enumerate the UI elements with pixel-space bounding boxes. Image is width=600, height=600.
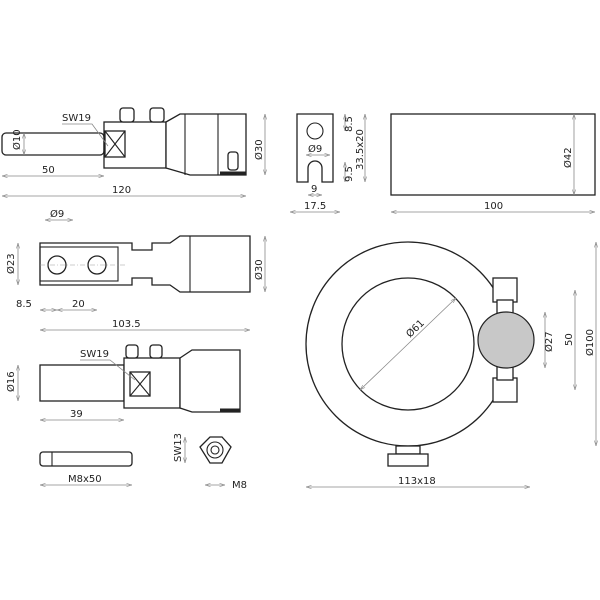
off85-label: 8.5 <box>16 299 32 310</box>
len100-label: 100 <box>484 201 503 212</box>
bolt-view: M8x50 <box>39 451 133 485</box>
sw19b-label: SW19 <box>80 349 109 360</box>
dia42-label: Ø42 <box>562 147 574 168</box>
connector-top-view: Ø9 Ø23 8.5 20 103.5 Ø30 <box>5 208 265 330</box>
connector-variant-view: SW19 Ø16 39 <box>5 344 241 420</box>
plate-view: 8.5 33.5x20 Ø9 9.5 9 17.5 <box>290 113 366 212</box>
hole-dia9-label: Ø9 <box>50 208 64 220</box>
sw13-label: SW13 <box>173 433 184 462</box>
sleeve-view: Ø42 100 <box>390 113 596 212</box>
dia100-label: Ø100 <box>584 329 596 356</box>
m8-label: M8 <box>232 480 247 491</box>
plate-top-label: 8.5 <box>344 116 355 132</box>
spacing50-label: 50 <box>564 333 575 346</box>
sw19-label: SW19 <box>62 113 91 124</box>
plate-size-label: 33.5x20 <box>355 129 366 170</box>
plate-hole-label: Ø9 <box>308 143 322 155</box>
len50-label: 50 <box>42 165 55 176</box>
plate-width-label: 17.5 <box>304 201 326 212</box>
dia30b-label: Ø30 <box>253 259 265 280</box>
ring-view: Ø61 Ø27 50 Ø100 113x18 <box>305 241 596 487</box>
dia30-label: Ø30 <box>253 139 265 160</box>
dia16-label: Ø16 <box>5 371 17 392</box>
pitch20-label: 20 <box>72 299 85 310</box>
dia27-label: Ø27 <box>543 331 555 352</box>
len1035-label: 103.5 <box>112 319 141 330</box>
len39-label: 39 <box>70 409 83 420</box>
connector-side-view: Ø10 SW19 50 120 Ø30 <box>1 107 265 196</box>
nut-view: SW13 M8 <box>173 433 247 491</box>
m8x50-label: M8x50 <box>68 474 102 485</box>
size113x18-label: 113x18 <box>398 476 436 487</box>
plate-slot-w-label: 9 <box>311 184 317 195</box>
dia23-label: Ø23 <box>5 253 17 274</box>
dia10-label: Ø10 <box>11 129 23 150</box>
len120-label: 120 <box>112 185 131 196</box>
plate-slot-h-label: 9.5 <box>344 166 355 182</box>
